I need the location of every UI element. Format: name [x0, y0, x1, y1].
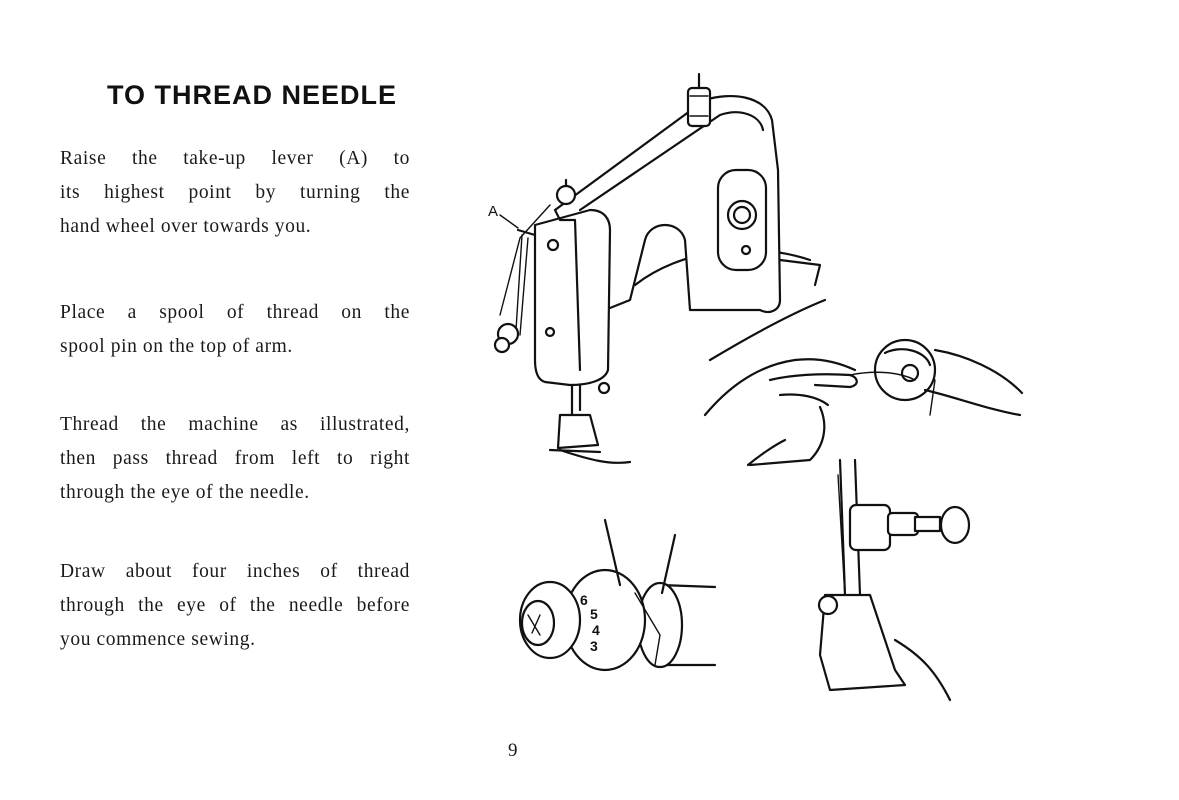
text-line: spool pin on the top of arm.	[60, 330, 410, 364]
text-line: hand wheel over towards you.	[60, 210, 410, 244]
dial-number-3: 3	[590, 638, 598, 654]
text-line: its highest point by turning the	[60, 176, 410, 210]
page-title: TO THREAD NEEDLE	[107, 80, 397, 111]
text-line: Raise the take-up lever (A) to	[60, 142, 410, 176]
hands-threading-illustration	[700, 335, 1030, 470]
take-up-lever-label: A	[488, 203, 498, 220]
dial-number-6: 6	[580, 592, 588, 608]
text-line: Thread the machine as illustrated,	[60, 408, 410, 442]
instruction-paragraph-2: Place a spool of thread on the spool pin…	[60, 296, 410, 364]
page-number: 9	[508, 740, 518, 762]
instruction-paragraph-1: Raise the take-up lever (A) to its highe…	[60, 142, 410, 244]
dial-number-4: 4	[592, 622, 600, 638]
text-line: Place a spool of thread on the	[60, 296, 410, 330]
dial-number-5: 5	[590, 606, 598, 622]
instruction-paragraph-3: Thread the machine as illustrated, then …	[60, 408, 410, 510]
text-line: through the eye of the needle before	[60, 589, 410, 623]
needle-closeup-illustration	[800, 455, 980, 705]
instruction-paragraph-4: Draw about four inches of thread through…	[60, 555, 410, 657]
text-line: you commence sewing.	[60, 623, 410, 657]
hand-wheel-dial-illustration: 6 5 4 3	[510, 515, 720, 675]
text-line: Draw about four inches of thread	[60, 555, 410, 589]
text-line: through the eye of the needle.	[60, 476, 410, 510]
text-line: then pass thread from left to right	[60, 442, 410, 476]
